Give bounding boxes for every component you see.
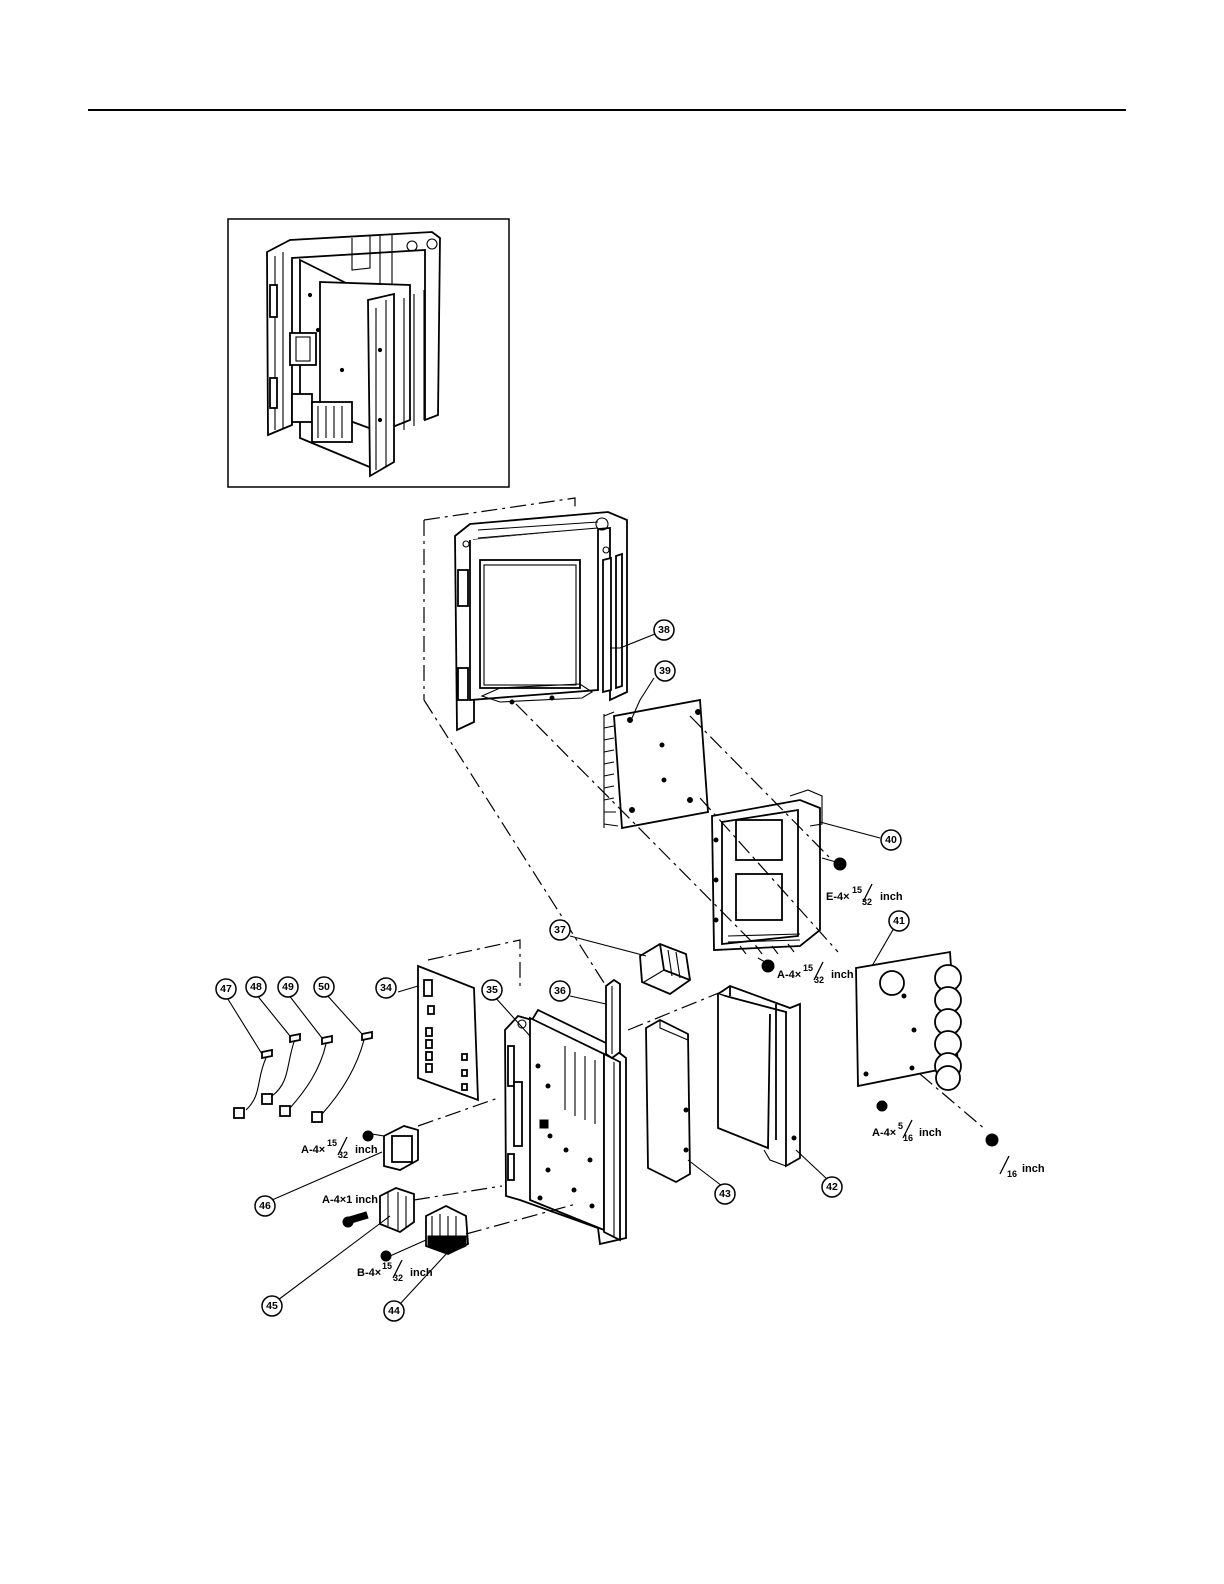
hardware-label-a-4x15-32-bracket: A-4× 15 32 inch (777, 962, 854, 985)
callout-46: 46 (255, 1196, 275, 1216)
svg-text:32: 32 (862, 897, 872, 907)
svg-text:B-4×: B-4× (357, 1267, 381, 1279)
svg-text:35: 35 (486, 984, 498, 996)
hardware-label-a-4x1-inch: A-4×1 inch (322, 1194, 378, 1206)
svg-text:inch: inch (1022, 1163, 1045, 1175)
callout-47: 47 (216, 979, 236, 999)
svg-text:E-4×: E-4× (826, 891, 850, 903)
part-40-bracket (712, 790, 846, 972)
svg-text:39: 39 (659, 665, 671, 677)
svg-text:42: 42 (826, 1181, 838, 1193)
svg-text:inch: inch (410, 1267, 433, 1279)
svg-text:A-4×: A-4× (872, 1127, 896, 1139)
svg-text:15: 15 (803, 963, 813, 973)
part-42-cover (718, 986, 800, 1166)
svg-text:41: 41 (893, 915, 905, 927)
part-41-capacitor-board (856, 952, 998, 1146)
svg-text:A-4×1 inch: A-4×1 inch (322, 1194, 378, 1206)
svg-text:A-4×: A-4× (301, 1144, 325, 1156)
callout-39: 39 (655, 661, 675, 681)
part-36-rail (606, 980, 620, 1058)
svg-text:16: 16 (903, 1133, 913, 1143)
svg-text:36: 36 (554, 985, 566, 997)
svg-text:32: 32 (393, 1273, 403, 1283)
svg-text:49: 49 (282, 981, 294, 993)
svg-text:48: 48 (250, 981, 262, 993)
svg-text:inch: inch (919, 1127, 942, 1139)
svg-text:inch: inch (880, 891, 903, 903)
svg-text:32: 32 (814, 975, 824, 985)
callout-42: 42 (822, 1177, 842, 1197)
part-48-harness (262, 1034, 300, 1104)
part-37-reactor (640, 944, 690, 994)
callout-38: 38 (654, 620, 674, 640)
part-49-harness (280, 1036, 332, 1116)
svg-text:15: 15 (327, 1138, 337, 1148)
svg-text:50: 50 (318, 981, 330, 993)
hardware-label-a-4x5-16: A-4× 5 16 inch (872, 1120, 942, 1143)
callout-48: 48 (246, 977, 266, 997)
svg-text:5: 5 (898, 1121, 903, 1131)
callout-45: 45 (262, 1296, 282, 1316)
hardware-label-b-4x15-32: B-4× 15 32 inch (357, 1260, 433, 1283)
svg-text:37: 37 (554, 924, 566, 936)
hardware-label-e-4x15-32: E-4× 15 32 inch (826, 884, 903, 907)
svg-text:40: 40 (885, 834, 897, 846)
svg-text:34: 34 (380, 982, 392, 994)
svg-text:A-4×: A-4× (777, 969, 801, 981)
hardware-label-16-inch: 16 inch (1000, 1156, 1045, 1179)
svg-text:46: 46 (259, 1200, 271, 1212)
svg-text:16: 16 (1007, 1169, 1017, 1179)
svg-text:15: 15 (852, 885, 862, 895)
svg-text:44: 44 (388, 1305, 400, 1317)
callout-35: 35 (482, 980, 502, 1000)
part-50-harness (312, 1032, 372, 1122)
svg-text:38: 38 (658, 624, 670, 636)
svg-text:43: 43 (719, 1188, 731, 1200)
svg-text:inch: inch (831, 969, 854, 981)
svg-text:47: 47 (220, 983, 232, 995)
callout-43: 43 (715, 1184, 735, 1204)
callout-36: 36 (550, 981, 570, 1001)
callout-44: 44 (384, 1301, 404, 1321)
svg-text:15: 15 (382, 1261, 392, 1271)
svg-text:32: 32 (338, 1150, 348, 1160)
svg-text:inch: inch (355, 1144, 378, 1156)
callout-40: 40 (881, 830, 901, 850)
callout-49: 49 (278, 977, 298, 997)
part-47-harness (234, 1050, 272, 1118)
callout-34: 34 (376, 978, 396, 998)
svg-text:45: 45 (266, 1300, 278, 1312)
part-38-back-frame (424, 498, 627, 730)
callout-41: 41 (889, 911, 909, 931)
assembly-inset (228, 219, 509, 487)
callout-37: 37 (550, 920, 570, 940)
part-43-plate (646, 1020, 690, 1182)
callout-50: 50 (314, 977, 334, 997)
